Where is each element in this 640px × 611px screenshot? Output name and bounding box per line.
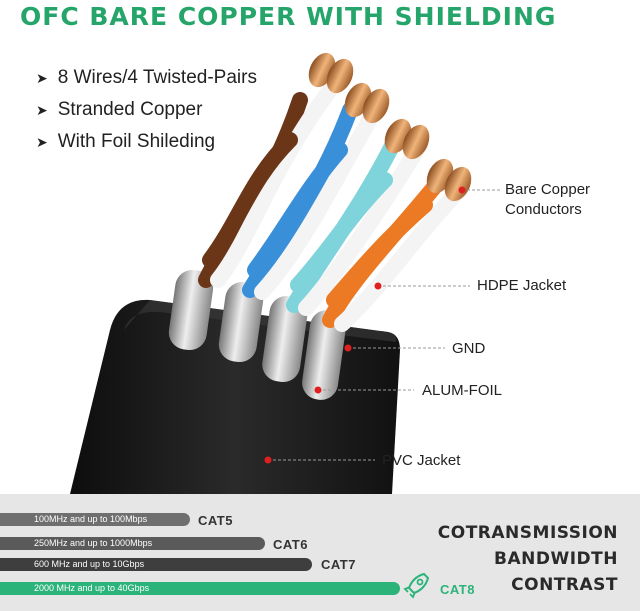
heading-line: CONTRAST: [511, 575, 618, 595]
bar-cat6: 250MHz and up to 1000Mbps: [0, 537, 265, 550]
feature-item: ➤ With Foil Shileding: [36, 126, 257, 158]
category-cat6: CAT6: [273, 537, 308, 552]
heading-line: COTRANSMISSION: [437, 523, 618, 543]
rocket-icon: [403, 572, 430, 599]
bar-spec: 2000 MHz and up to 40Gbps: [34, 583, 150, 593]
foil-shield: [168, 269, 346, 400]
bar-cat7: 600 MHz and up to 10Gbps: [0, 558, 312, 571]
feature-item: ➤ 8 Wires/4 Twisted-Pairs: [36, 62, 257, 94]
callout-lines: [268, 189, 500, 461]
feature-text: With Foil Shileding: [57, 131, 216, 152]
category-cat8: CAT8: [440, 582, 475, 597]
label-pvc-jacket: PVC Jacket: [382, 452, 461, 469]
bar-cat8: 2000 MHz and up to 40Gbps: [0, 582, 400, 595]
callout-dots: [264, 186, 466, 464]
arrow-bullet-icon: ➤: [36, 69, 48, 86]
category-cat7: CAT7: [321, 557, 356, 572]
cable-illustration: [70, 52, 500, 494]
label-bare-copper: Bare Copper Conductors: [505, 181, 591, 218]
arrow-bullet-icon: ➤: [36, 133, 48, 150]
category-cat5: CAT5: [198, 513, 233, 528]
bar-cat5: 100MHz and up to 100Mbps: [0, 513, 190, 526]
comparison-heading: COTRANSMISSION BANDWIDTH CONTRAST: [438, 520, 618, 598]
feature-text: 8 Wires/4 Twisted-Pairs: [57, 67, 257, 88]
bar-spec: 600 MHz and up to 10Gbps: [34, 559, 145, 569]
feature-text: Stranded Copper: [57, 99, 203, 120]
bar-spec: 100MHz and up to 100Mbps: [34, 514, 148, 524]
page-title: OFC BARE COPPER WITH SHIELDING: [20, 2, 557, 31]
label-hdpe-jacket: HDPE Jacket: [477, 277, 567, 294]
bar-spec: 250MHz and up to 1000Mbps: [34, 538, 153, 548]
feature-list: ➤ 8 Wires/4 Twisted-Pairs ➤ Stranded Cop…: [36, 62, 257, 158]
feature-item: ➤ Stranded Copper: [36, 94, 257, 126]
label-alum-foil: ALUM-FOIL: [422, 382, 503, 399]
copper-conductors: [308, 52, 472, 202]
label-gnd: GND: [452, 340, 486, 357]
twisted-pairs: [198, 82, 468, 332]
heading-line: BANDWIDTH: [494, 549, 618, 569]
arrow-bullet-icon: ➤: [36, 101, 48, 118]
